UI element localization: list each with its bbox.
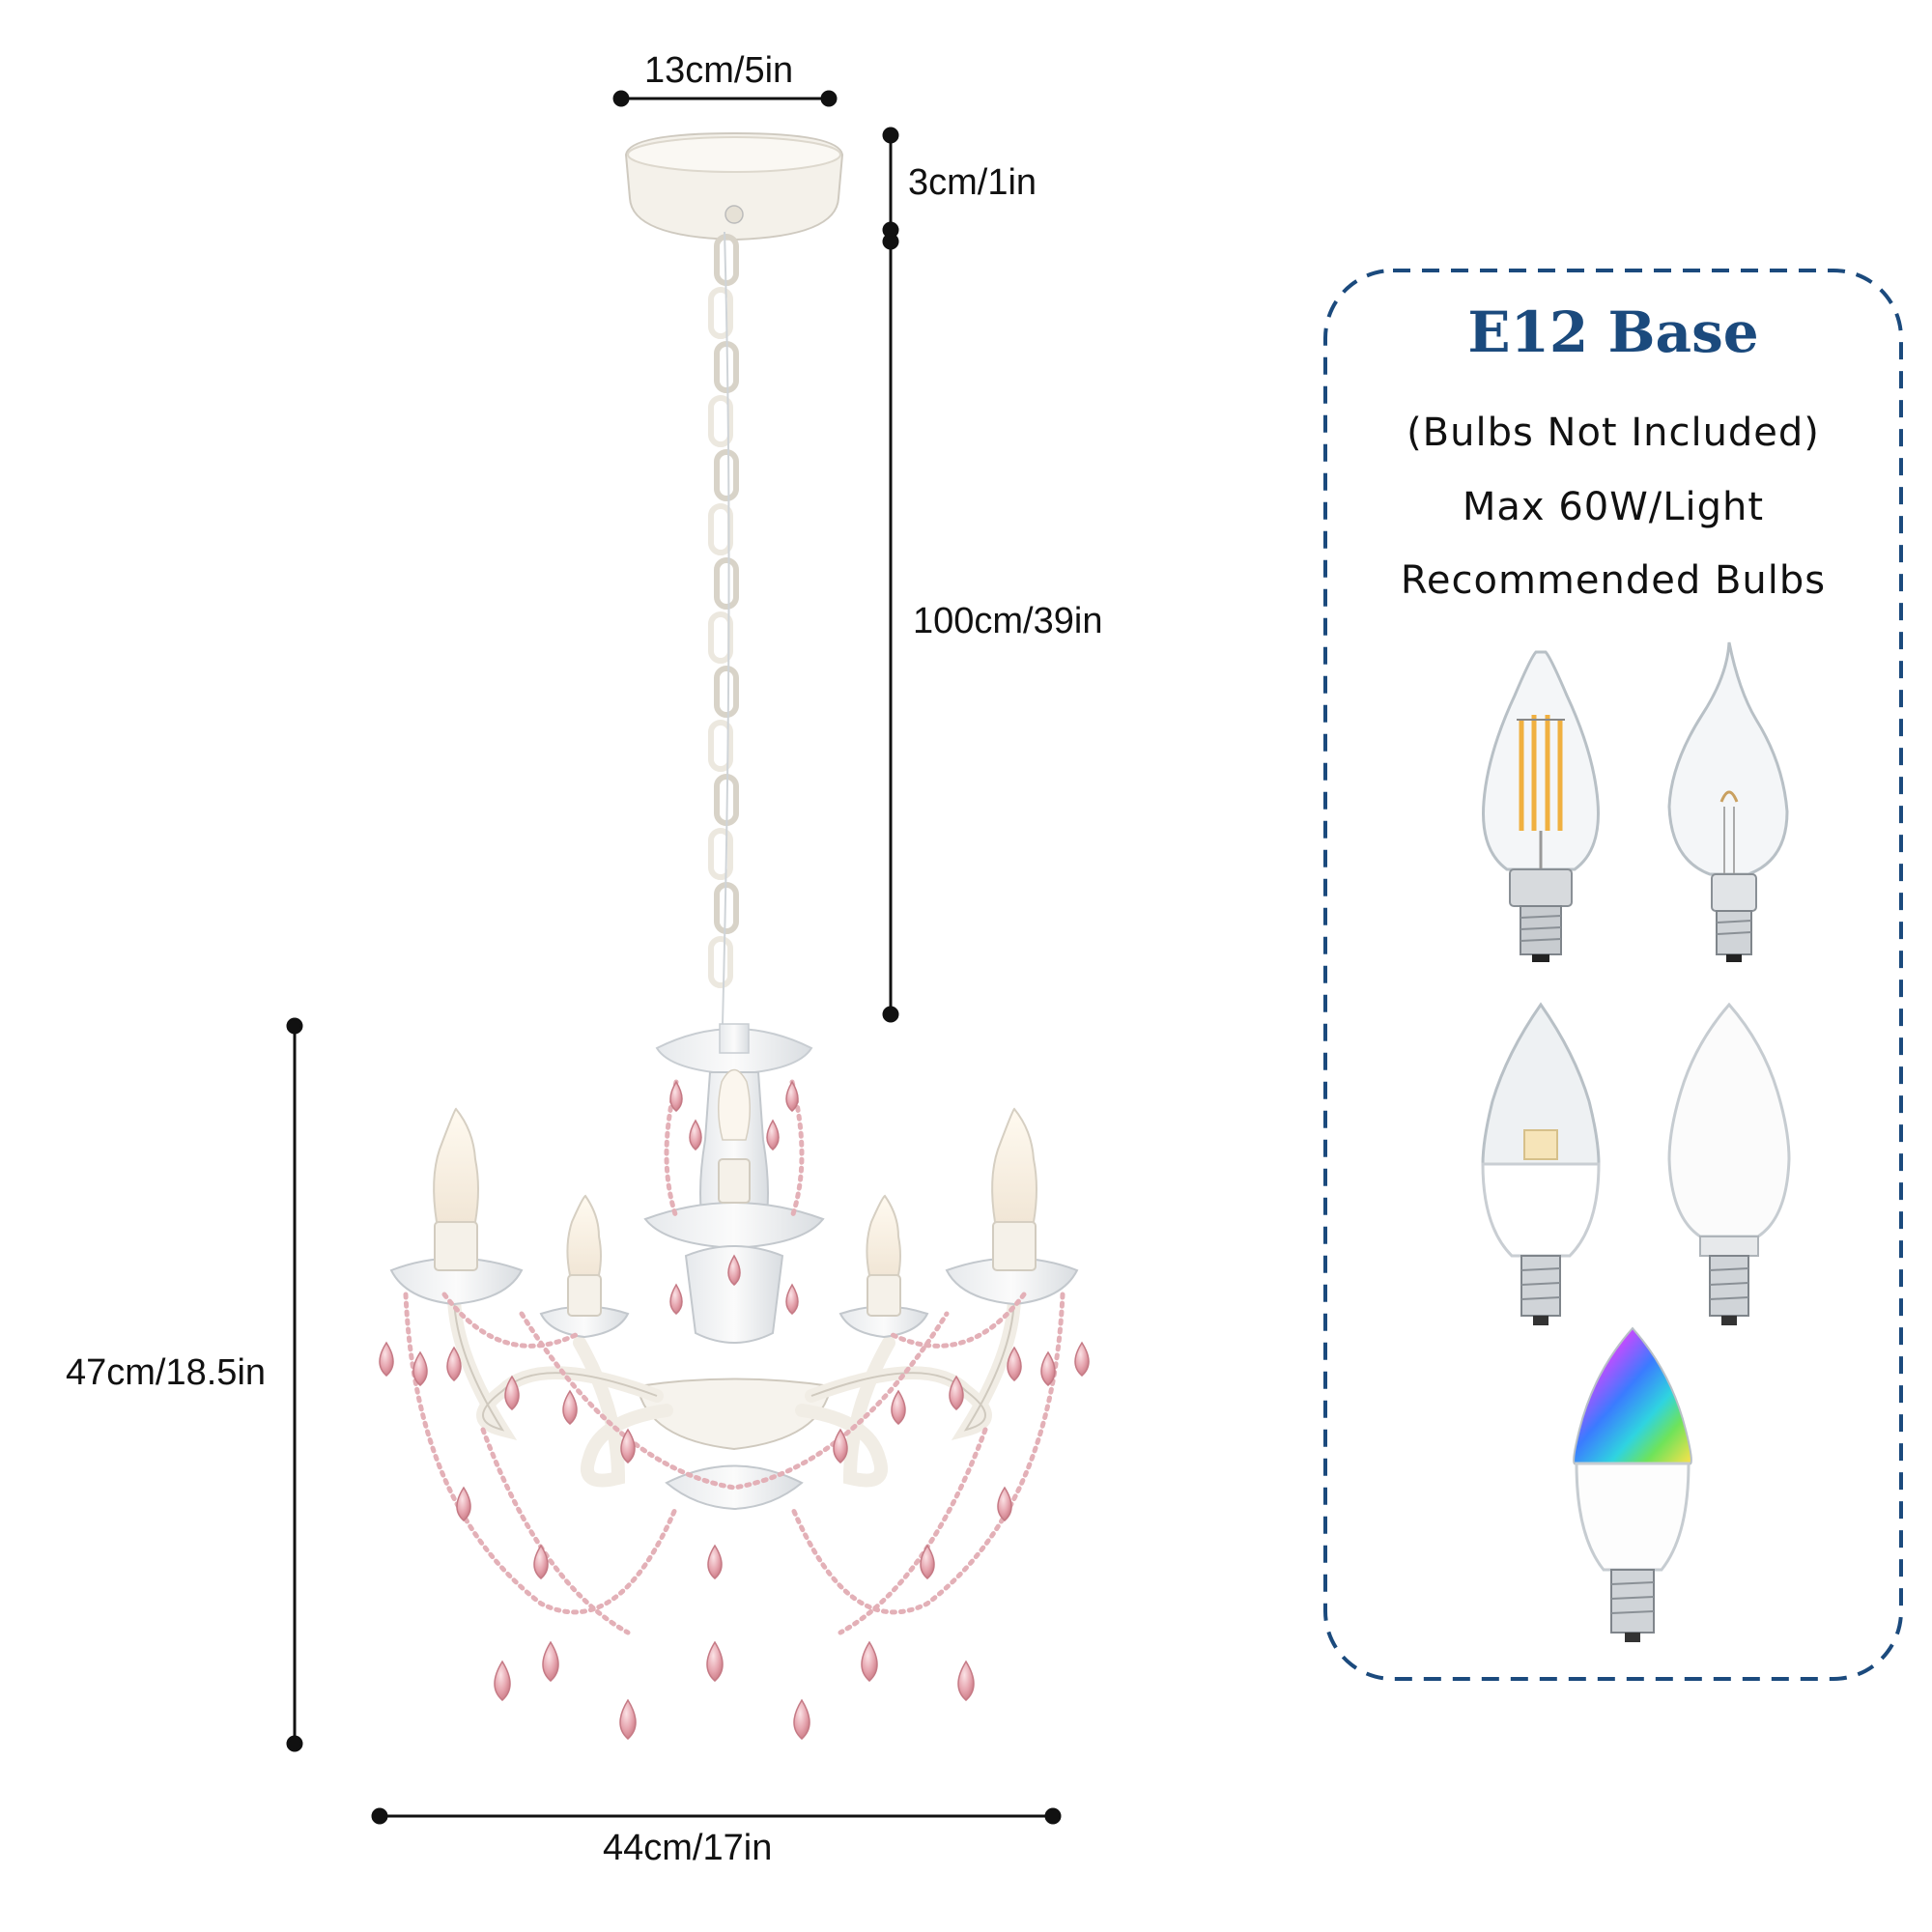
canopy-width-label: 13cm/5in xyxy=(644,50,794,91)
rgb-smart-candle-bulb-icon xyxy=(1573,1326,1692,1642)
flame-tip-bulb-icon xyxy=(1667,641,1789,962)
max-wattage-text: Max 60W/Light xyxy=(1462,485,1765,529)
filament-candle-bulb-icon xyxy=(1482,650,1600,962)
chandelier-icon xyxy=(379,131,1090,1740)
frosted-led-candle-bulb-icon xyxy=(1667,1002,1791,1325)
bulb-info-panel xyxy=(1323,269,1903,1681)
recommended-bulbs-text: Recommended Bulbs xyxy=(1400,558,1827,603)
candle-bulbs xyxy=(433,1107,1037,1276)
dimension-lines xyxy=(286,90,1062,1825)
body-height-label: 47cm/18.5in xyxy=(66,1352,267,1393)
canopy-height-label: 3cm/1in xyxy=(908,162,1037,203)
chain-length-label: 100cm/39in xyxy=(913,601,1103,641)
bulb-base-title: E12 Base xyxy=(1467,299,1759,365)
crystal-garlands xyxy=(403,1079,1065,1635)
body-width-label: 44cm/17in xyxy=(603,1828,773,1868)
chain xyxy=(708,231,739,1025)
bulbs-not-included-text: (Bulbs Not Included) xyxy=(1406,411,1820,455)
clear-led-candle-bulb-icon xyxy=(1481,1002,1601,1325)
pink-crystal-drops xyxy=(379,1080,1090,1740)
